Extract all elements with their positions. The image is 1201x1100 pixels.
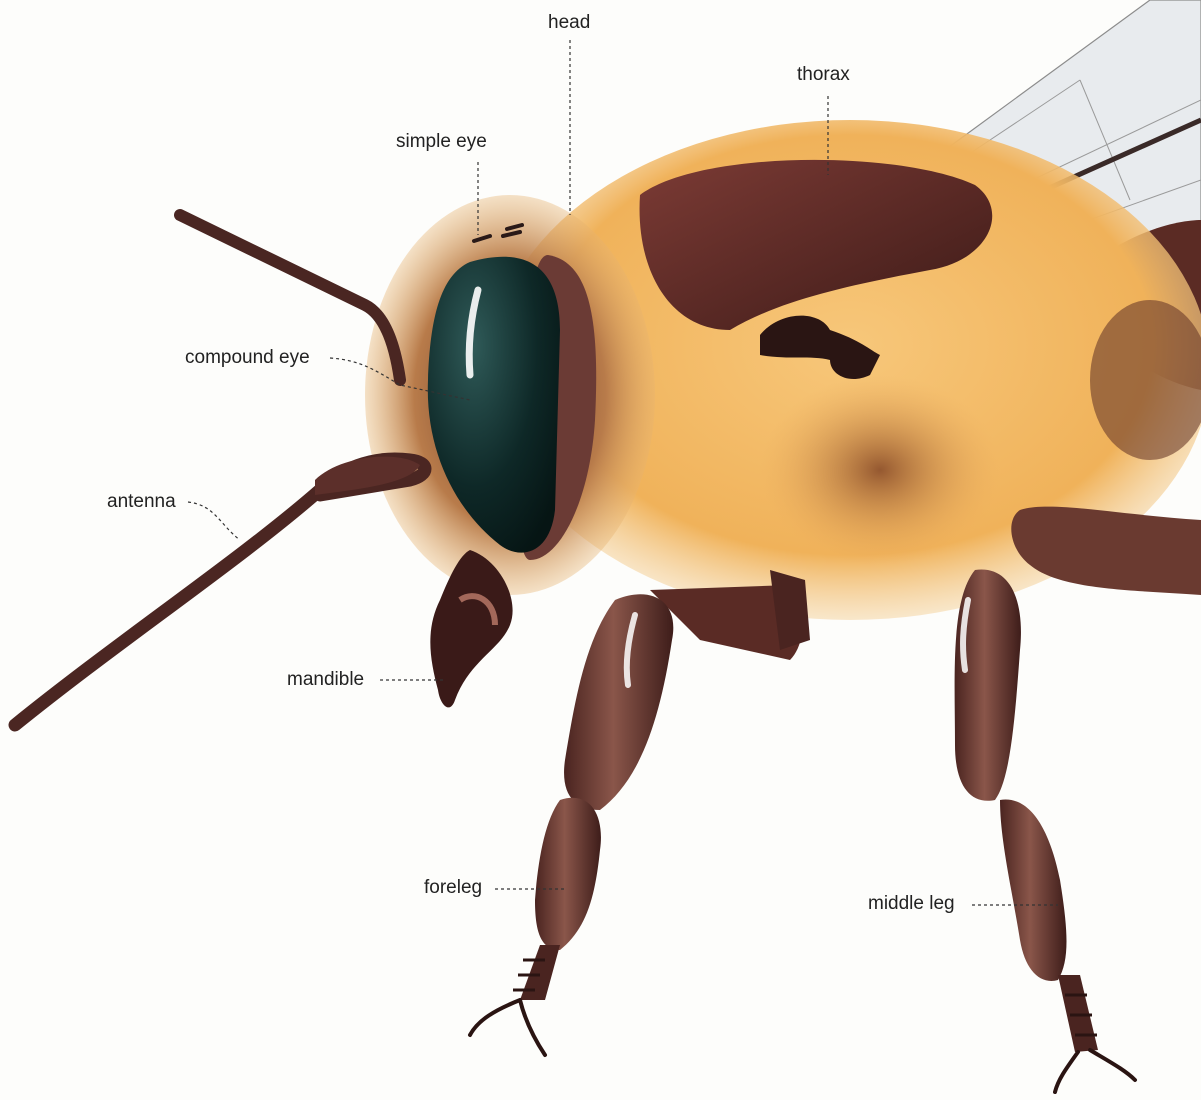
middle-leg — [955, 570, 1135, 1092]
label-simple-eye: simple eye — [396, 132, 487, 151]
label-foreleg: foreleg — [424, 878, 482, 897]
label-thorax: thorax — [797, 65, 850, 84]
label-head: head — [548, 13, 590, 32]
head — [365, 195, 655, 595]
label-compound-eye: compound eye — [185, 348, 310, 367]
label-antenna: antenna — [107, 492, 176, 511]
label-middle-leg: middle leg — [868, 894, 955, 913]
foreleg — [470, 570, 810, 1055]
label-mandible: mandible — [287, 670, 364, 689]
antennae — [15, 215, 425, 725]
